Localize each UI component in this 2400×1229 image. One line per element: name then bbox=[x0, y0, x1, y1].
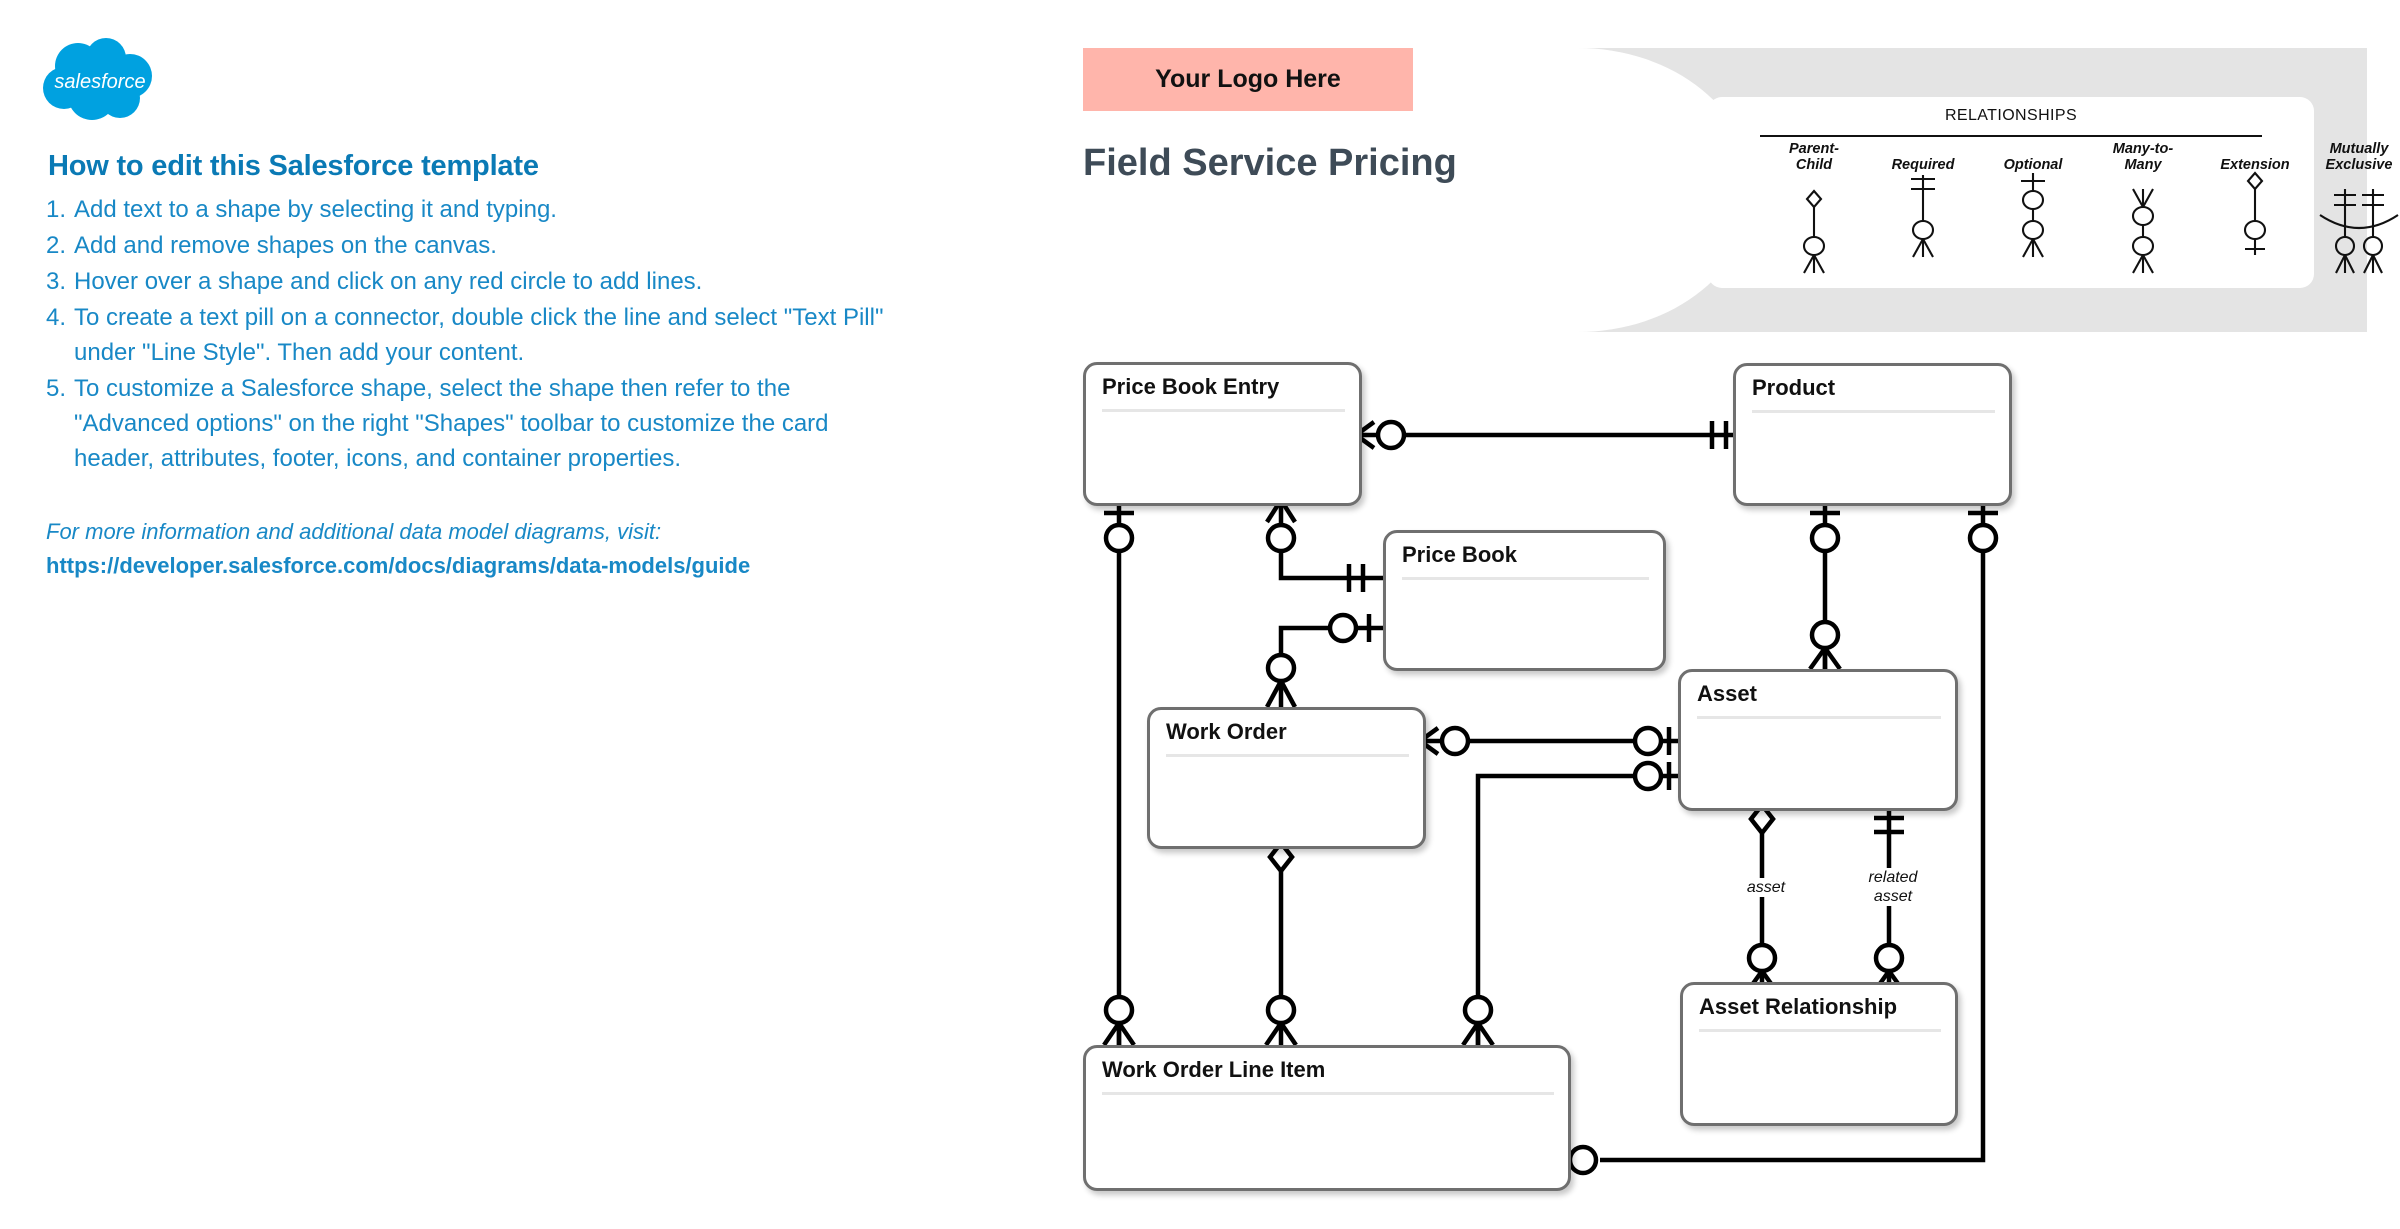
legend-item-extension: Extension bbox=[2195, 141, 2315, 255]
edge-label-related-asset: related asset bbox=[1848, 868, 1938, 906]
legend-item-parent-child: Parent- Child bbox=[1754, 141, 1874, 274]
legend-item-optional: Optional bbox=[1973, 141, 2093, 258]
legend-label: Required bbox=[1891, 157, 1955, 173]
step-number: 5. bbox=[46, 375, 67, 402]
relationships-legend: RELATIONSHIPS Parent- Child bbox=[1708, 97, 2399, 288]
legend-item-many-to-many: Many-to- Many bbox=[2083, 141, 2203, 274]
list-item: 2. Add and remove shapes on the canvas. bbox=[46, 228, 906, 263]
entity-card-price-book-entry[interactable]: Price Book Entry bbox=[1083, 362, 1362, 506]
legend-label: Mutually Exclusive bbox=[2325, 141, 2393, 173]
entity-name: Asset bbox=[1697, 681, 1757, 706]
required-icon bbox=[1863, 169, 1983, 266]
entity-divider bbox=[1102, 1092, 1554, 1095]
entity-name: Product bbox=[1752, 375, 1836, 400]
entity-name: Asset Relationship bbox=[1699, 994, 1898, 1019]
list-item: 4. To create a text pill on a connector,… bbox=[46, 300, 906, 370]
page-title: Field Service Pricing bbox=[1083, 142, 1457, 184]
howto-step-list: 1. Add text to a shape by selecting it a… bbox=[46, 192, 906, 477]
entity-card-product[interactable]: Product bbox=[1733, 363, 2012, 506]
legend-item-required: Required bbox=[1863, 141, 1983, 258]
list-item: 5. To customize a Salesforce shape, sele… bbox=[46, 371, 906, 476]
step-text: Add text to a shape by selecting it and … bbox=[74, 196, 557, 223]
legend-label: Extension bbox=[2220, 157, 2290, 173]
entity-name: Price Book Entry bbox=[1102, 374, 1280, 399]
footer-note: For more information and additional data… bbox=[46, 519, 662, 544]
step-number: 4. bbox=[46, 304, 67, 331]
entity-name: Price Book bbox=[1402, 542, 1517, 567]
mutually-exclusive-icon bbox=[2294, 185, 2400, 282]
legend-item-mutually-exclusive: Mutually Exclusive bbox=[2294, 141, 2400, 274]
logo-placeholder-label: Your Logo Here bbox=[1155, 65, 1341, 93]
entity-name: Work Order bbox=[1166, 719, 1287, 744]
step-number: 2. bbox=[46, 232, 67, 259]
legend-label: Many-to- Many bbox=[2112, 141, 2174, 173]
legend-label: Optional bbox=[2003, 157, 2063, 173]
entity-card-work-order-line-item[interactable]: Work Order Line Item bbox=[1083, 1045, 1571, 1191]
docs-link[interactable]: https://developer.salesforce.com/docs/di… bbox=[46, 553, 751, 578]
svg-text:salesforce: salesforce bbox=[54, 71, 145, 93]
parent-child-icon bbox=[1754, 185, 1874, 282]
howto-footer: For more information and additional data… bbox=[46, 515, 946, 583]
entity-divider bbox=[1697, 716, 1941, 719]
legend-title: RELATIONSHIPS bbox=[1944, 107, 2078, 124]
salesforce-logo: salesforce bbox=[40, 36, 160, 124]
howto-heading: How to edit this Salesforce template bbox=[48, 150, 539, 182]
step-number: 3. bbox=[46, 268, 67, 295]
optional-icon bbox=[1973, 169, 2093, 266]
step-text: Add and remove shapes on the canvas. bbox=[74, 232, 497, 259]
logo-placeholder-box[interactable]: Your Logo Here bbox=[1083, 48, 1413, 111]
entity-card-price-book[interactable]: Price Book bbox=[1383, 530, 1666, 671]
entity-divider bbox=[1102, 409, 1345, 412]
entity-card-work-order[interactable]: Work Order bbox=[1147, 707, 1426, 849]
instructions-panel: salesforce How to edit this Salesforce t… bbox=[0, 0, 940, 640]
legend-label: Parent- Child bbox=[1789, 141, 1839, 173]
entity-divider bbox=[1402, 577, 1649, 580]
list-item: 1. Add text to a shape by selecting it a… bbox=[46, 192, 906, 227]
step-text: To customize a Salesforce shape, select … bbox=[74, 375, 829, 472]
entity-card-asset[interactable]: Asset bbox=[1678, 669, 1958, 811]
legend-divider bbox=[1760, 135, 2262, 137]
entity-divider bbox=[1166, 754, 1409, 757]
edge-label-asset: asset bbox=[1728, 878, 1804, 897]
entity-divider bbox=[1752, 410, 1995, 413]
step-text: To create a text pill on a connector, do… bbox=[74, 304, 884, 366]
entity-card-asset-relationship[interactable]: Asset Relationship bbox=[1680, 982, 1958, 1126]
extension-icon bbox=[2195, 169, 2315, 266]
entity-divider bbox=[1699, 1029, 1941, 1032]
list-item: 3. Hover over a shape and click on any r… bbox=[46, 264, 906, 299]
entity-name: Work Order Line Item bbox=[1102, 1057, 1326, 1082]
step-text: Hover over a shape and click on any red … bbox=[74, 268, 703, 295]
many-to-many-icon bbox=[2083, 185, 2203, 282]
step-number: 1. bbox=[46, 196, 67, 223]
legend-columns: Parent- Child bbox=[1708, 141, 2399, 281]
